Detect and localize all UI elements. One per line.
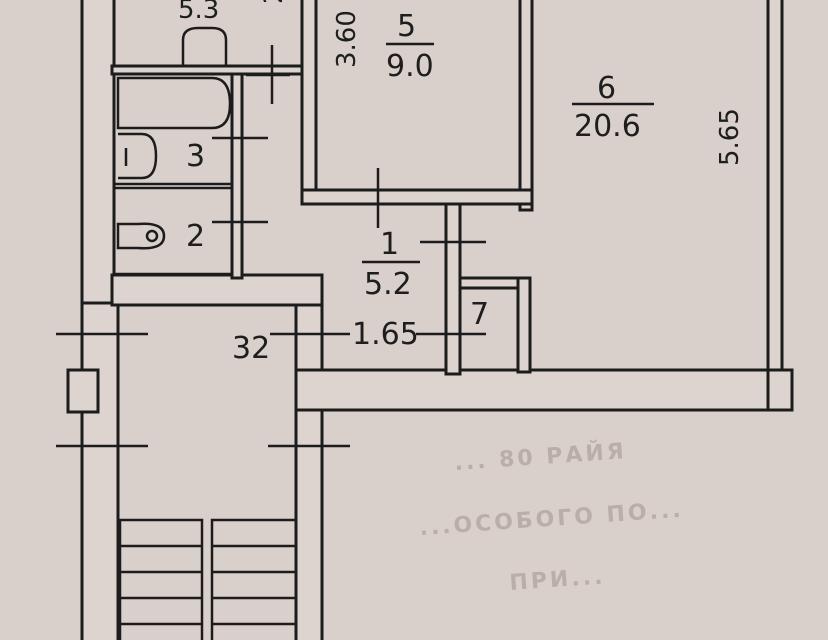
bath-right-wall [230,70,244,280]
sink [118,132,158,180]
room-6-area: 20.6 [574,109,641,144]
room-5-left-wall [300,0,318,205]
stamp-line-3: ПРИ... [509,564,607,596]
stamp-line-2: ...ОСОБОГО ПО... [419,498,685,541]
room-2-number: 2 [186,219,205,254]
toilet-bowl [145,229,159,243]
stair-left-wall [80,301,120,640]
room-4-area: 5.3 [178,0,219,25]
right-outer-wall [766,0,784,372]
room-3-number: 3 [186,139,205,174]
left-outer-wall [80,0,116,305]
apartment-number: 32 [232,331,270,366]
room-6-dimension: 5.65 [715,108,745,166]
bath-top-wall [110,64,312,76]
room-1-number: 1 [380,227,399,262]
toilet [116,222,166,250]
stair-top-wall [110,273,324,307]
room-5-number: 5 [397,9,416,44]
corridor-dimension: 1.65 [352,317,419,352]
bathtub [116,76,232,130]
hall-right-wall [444,202,462,376]
room-2-outline [112,186,240,276]
stair-right-wall [294,301,324,640]
room-5-area: 9.0 [386,49,434,84]
room-5-right-wall [518,0,534,212]
room-1-area: 5.2 [364,267,412,302]
room-4-partial-dim: 2 [259,0,289,4]
staircase [118,518,298,640]
room-7-number: 7 [470,297,489,332]
left-wall-niche [66,368,100,414]
room-5-dimension: 3.60 [332,10,362,68]
right-wall-end-cap [766,368,794,412]
room-4-fixture [181,26,228,66]
closet-7-right-wall [516,276,532,374]
stamp-line-1: ... 80 РАЙЯ [454,438,628,476]
entry-wall-lower [294,368,794,412]
room-6-number: 6 [597,71,616,106]
room-5-bottom-wall [300,188,534,206]
